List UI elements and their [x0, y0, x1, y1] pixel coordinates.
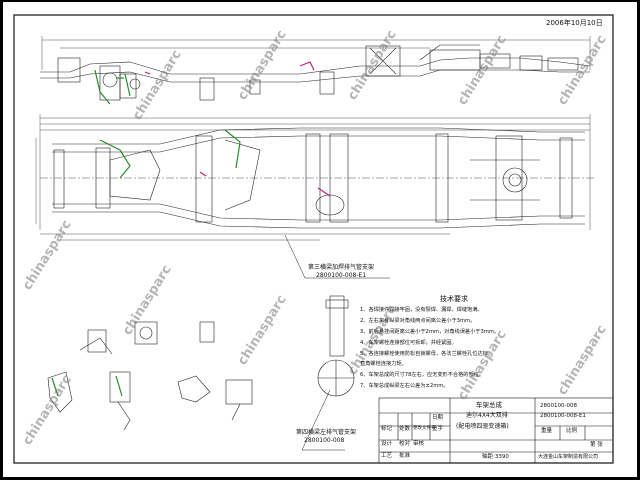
tech-requirement-item: 2、左右车身纵梁对角线两点间离公差小于3mm。: [360, 318, 476, 324]
product-name: 车架总成: [476, 401, 502, 409]
product-variant: (配电喷四驱变速箱): [456, 423, 509, 430]
side-view: [40, 36, 591, 101]
rev-header: 处数: [399, 426, 411, 432]
callout-title: 第三横梁加焊排气管支架: [308, 264, 375, 271]
drawing-date: 2006年10月10日: [546, 19, 603, 27]
rev-header: 更改文件号: [413, 426, 436, 431]
rev-header: 日期: [432, 415, 444, 421]
tech-requirement-item: 6、车架总成的尺寸78左右，应无变形不合格的部位。: [360, 372, 485, 378]
tech-requirements-title: 技术要求: [440, 295, 468, 303]
rev-header: 签字: [432, 426, 444, 432]
tech-requirement-item: 3、前后悬挂间距离公差小于2mm，对角线误差小于3mm。: [360, 329, 500, 335]
product-variant: 迪尔4X4大双排: [466, 412, 508, 419]
detail-views: [47, 295, 355, 431]
drawing-number: 2800100-008: [540, 403, 577, 409]
tech-requirement-item: 直角螺栓连接力矩。: [360, 361, 407, 367]
company-name: 大连金山车架制造有限公司: [538, 454, 599, 460]
tech-requirement-item: 4、车架螺栓连接部位可拆卸，并经紧固。: [360, 340, 457, 346]
wheelbase-note: 轴距:3390: [482, 454, 509, 460]
tech-requirement-item: 5、各连接螺栓使用防松自锁螺母，各法兰螺栓孔位达标。: [360, 351, 493, 357]
rev-header: 标记: [381, 426, 393, 432]
role-label: 设计: [381, 441, 393, 447]
drawing-border: [13, 14, 614, 464]
detail-highlights: [51, 375, 123, 397]
tech-requirement-item: 7、车架总成纵梁左右公差为±2mm。: [360, 383, 449, 389]
callout-part-number: 2800100-008-E1: [316, 272, 367, 279]
callout-leaders: [284, 234, 390, 451]
drawing-number: 2800100-008-E1: [540, 413, 586, 419]
plan-view: [35, 114, 595, 241]
weight-label: 重量: [541, 428, 553, 434]
title-block: [378, 397, 614, 464]
role-label: 工艺: [381, 453, 393, 459]
role-label: 审核: [413, 441, 425, 447]
scale-label: 比例: [566, 428, 578, 434]
role-label: 校对: [399, 441, 411, 447]
side-view-highlights: [94, 61, 315, 105]
sheet-label: 第 张: [590, 442, 603, 448]
plan-view-highlights: [99, 129, 331, 197]
callout-part-number: 2800100-008: [304, 437, 345, 444]
tech-requirement-item: 1、各焊接件焊接牢固，没有裂焊、漏焊，焊缝饱满。: [360, 307, 483, 313]
role-label: 批准: [399, 453, 411, 459]
callout-title: 第四横梁左排气管支架: [296, 429, 357, 436]
